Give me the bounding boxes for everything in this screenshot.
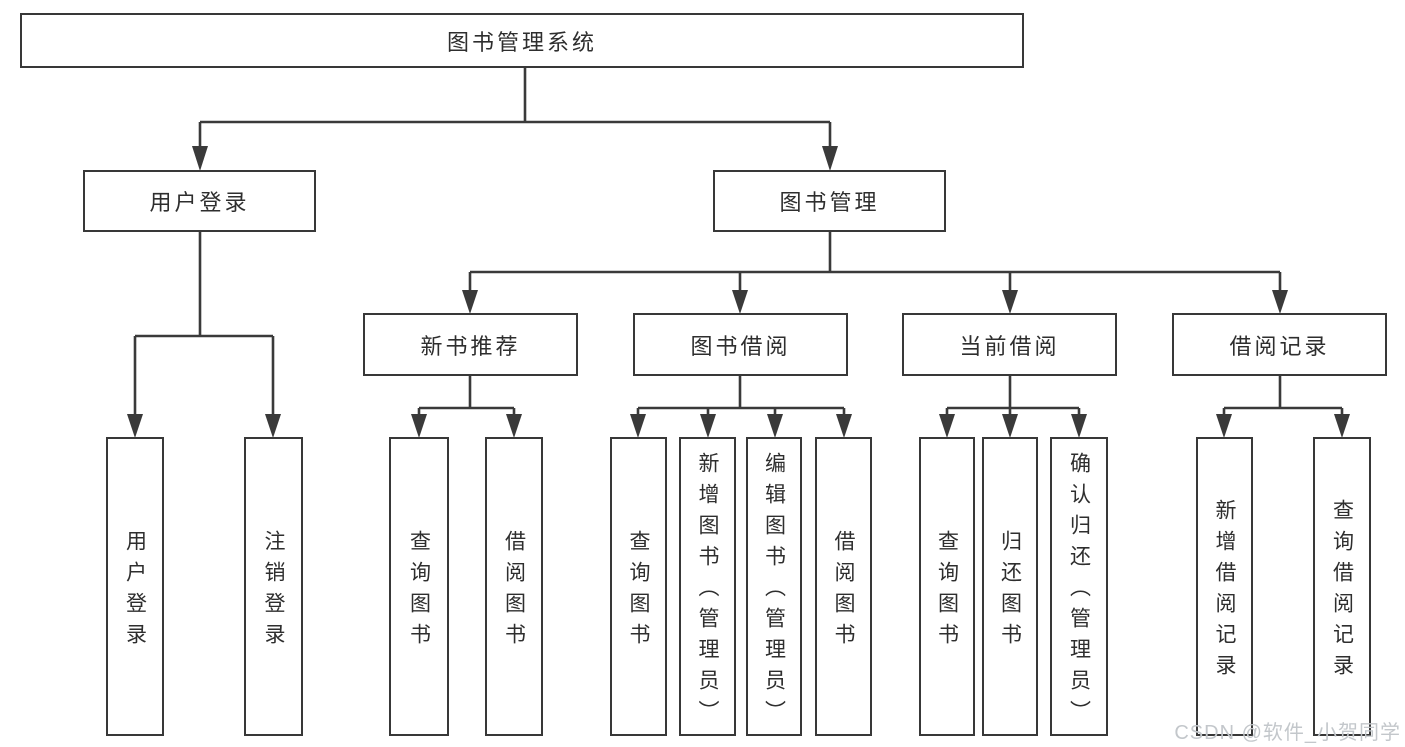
leaf-query-books-2: 查询图书 bbox=[610, 437, 667, 736]
leaf-borrow-books-2-label: 借阅图书 bbox=[832, 529, 855, 654]
leaf-query-books-1-label: 查询图书 bbox=[407, 529, 431, 654]
leaf-edit-books-admin-label: 编辑图书（管理员） bbox=[762, 452, 786, 731]
node-current-borrowing: 当前借阅 bbox=[902, 313, 1117, 376]
leaf-query-books-2-label: 查询图书 bbox=[627, 529, 650, 654]
leaf-add-borrow-record-label: 新增借阅记录 bbox=[1213, 498, 1236, 685]
leaf-user-login-label: 用户登录 bbox=[123, 529, 147, 654]
leaf-add-books-admin: 新增图书（管理员） bbox=[679, 437, 736, 736]
leaf-logout: 注销登录 bbox=[244, 437, 303, 736]
leaf-borrow-books-1: 借阅图书 bbox=[485, 437, 543, 736]
leaf-edit-books-admin: 编辑图书（管理员） bbox=[746, 437, 802, 736]
leaf-query-books-3-label: 查询图书 bbox=[935, 529, 959, 654]
node-root: 图书管理系统 bbox=[20, 13, 1024, 68]
leaf-query-books-1: 查询图书 bbox=[389, 437, 449, 736]
leaf-add-borrow-record: 新增借阅记录 bbox=[1196, 437, 1253, 736]
leaf-return-books: 归还图书 bbox=[982, 437, 1038, 736]
leaf-query-borrow-record: 查询借阅记录 bbox=[1313, 437, 1371, 736]
leaf-query-books-3: 查询图书 bbox=[919, 437, 975, 736]
node-user-login-branch: 用户登录 bbox=[83, 170, 316, 232]
leaf-logout-label: 注销登录 bbox=[262, 529, 285, 654]
leaf-borrow-books-2: 借阅图书 bbox=[815, 437, 872, 736]
csdn-watermark: CSDN @软件_小贺同学 bbox=[1174, 722, 1401, 744]
node-new-book-recommend: 新书推荐 bbox=[363, 313, 578, 376]
leaf-borrow-books-1-label: 借阅图书 bbox=[502, 529, 526, 654]
leaf-confirm-return-admin-label: 确认归还（管理员） bbox=[1067, 452, 1091, 731]
leaf-confirm-return-admin: 确认归还（管理员） bbox=[1050, 437, 1108, 736]
node-book-management: 图书管理 bbox=[713, 170, 946, 232]
node-book-borrowing: 图书借阅 bbox=[633, 313, 848, 376]
node-borrowing-records: 借阅记录 bbox=[1172, 313, 1387, 376]
leaf-query-borrow-record-label: 查询借阅记录 bbox=[1330, 498, 1354, 685]
leaf-user-login: 用户登录 bbox=[106, 437, 164, 736]
leaf-return-books-label: 归还图书 bbox=[998, 529, 1022, 654]
leaf-add-books-admin-label: 新增图书（管理员） bbox=[696, 452, 719, 731]
